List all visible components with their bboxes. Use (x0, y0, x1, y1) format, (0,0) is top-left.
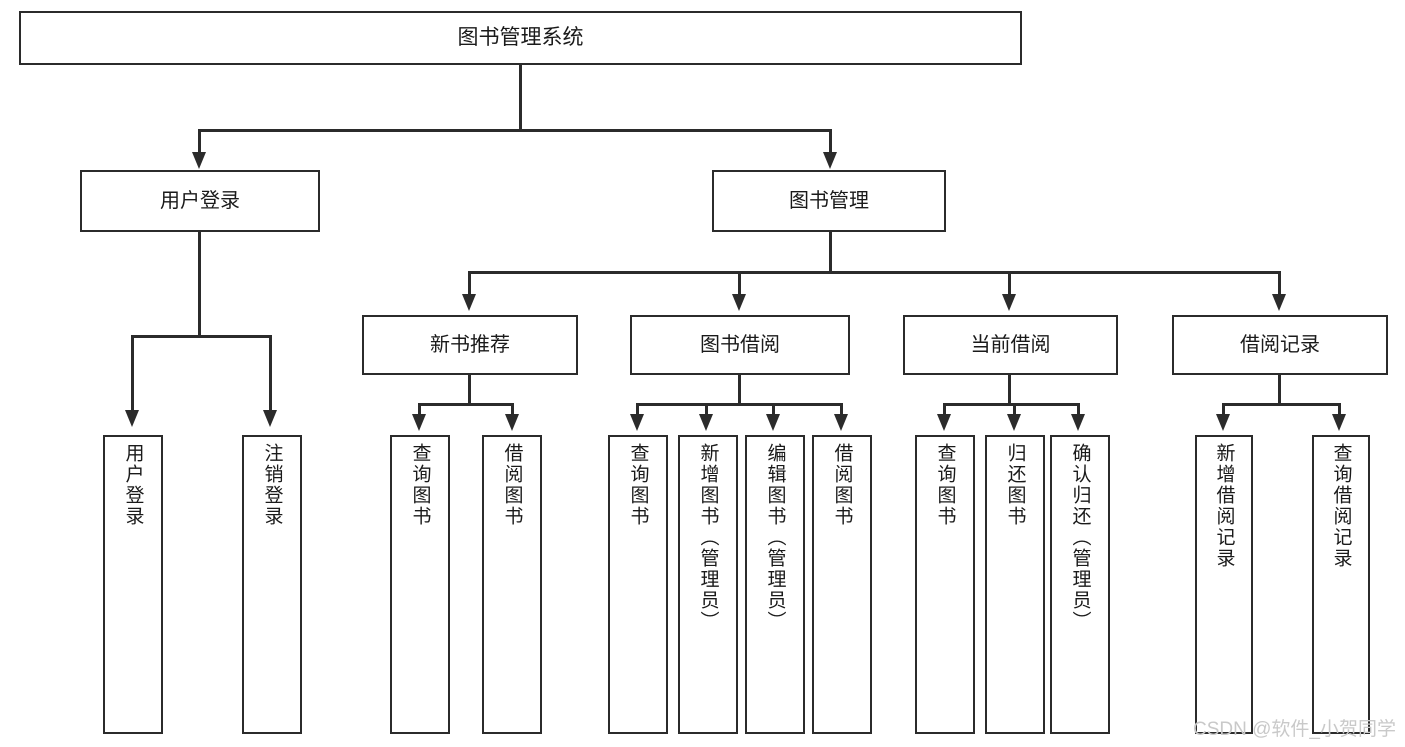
node-borrow-book[interactable]: 借阅图书 (812, 435, 872, 734)
node-add-borrow-record-label: 新增借阅记录 (1213, 443, 1235, 569)
edge-bm-d4 (1278, 271, 1281, 297)
node-return-book-label: 归还图书 (1004, 443, 1026, 527)
node-borrow-record[interactable]: 借阅记录 (1172, 315, 1388, 375)
node-new-book-recommend-label: 新书推荐 (430, 333, 510, 356)
edge-cb-d1 (943, 403, 946, 417)
node-borrow-book-recommend[interactable]: 借阅图书 (482, 435, 542, 734)
arrow-br-d1 (1216, 414, 1230, 431)
edge-bb-d3 (772, 403, 775, 417)
node-add-book-admin[interactable]: 新增图书（管理员） (678, 435, 738, 734)
edge-user-login-d1 (131, 335, 134, 414)
arrow-bb-d1 (630, 414, 644, 431)
arrow-bb-d3 (766, 414, 780, 431)
node-logout-leaf-label: 注销登录 (261, 443, 283, 527)
node-query-book-borrow[interactable]: 查询图书 (608, 435, 668, 734)
edge-cb-d3 (1077, 403, 1080, 417)
node-confirm-return-admin-label: 确认归还（管理员） (1069, 443, 1091, 632)
edge-bb-d4 (840, 403, 843, 417)
node-add-book-admin-label: 新增图书（管理员） (697, 443, 719, 632)
node-add-borrow-record[interactable]: 新增借阅记录 (1195, 435, 1253, 734)
arrow-bm-d3 (1002, 294, 1016, 311)
edge-bb-d1 (636, 403, 639, 417)
arrow-br-d2 (1332, 414, 1346, 431)
arrow-cb-d1 (937, 414, 951, 431)
arrow-bb-d4 (834, 414, 848, 431)
edge-book-manage-bar (468, 271, 1280, 274)
node-current-borrow[interactable]: 当前借阅 (903, 315, 1118, 375)
edge-user-login-bar (131, 335, 271, 338)
node-return-book[interactable]: 归还图书 (985, 435, 1045, 734)
edge-br-d1 (1222, 403, 1225, 417)
edge-borrow-bar (636, 403, 843, 406)
edge-current-stem (1008, 375, 1011, 405)
node-edit-book-admin-label: 编辑图书（管理员） (764, 443, 786, 632)
edge-bm-d2 (738, 271, 741, 297)
node-current-borrow-label: 当前借阅 (970, 333, 1051, 356)
node-query-book-current[interactable]: 查询图书 (915, 435, 975, 734)
node-query-borrow-record-label: 查询借阅记录 (1330, 443, 1352, 569)
node-book-manage-label: 图书管理 (789, 189, 869, 212)
edge-rec-d2 (511, 403, 514, 417)
node-borrow-book-recommend-label: 借阅图书 (501, 443, 523, 527)
node-query-book-recommend-label: 查询图书 (409, 443, 431, 527)
edge-user-login-stem (198, 232, 201, 335)
edge-br-d2 (1338, 403, 1341, 417)
arrow-rec-d2 (505, 414, 519, 431)
edge-bb-d2 (705, 403, 708, 417)
node-edit-book-admin[interactable]: 编辑图书（管理员） (745, 435, 805, 734)
node-query-book-borrow-label: 查询图书 (627, 443, 649, 527)
node-query-book-current-label: 查询图书 (934, 443, 956, 527)
arrow-bm-d4 (1272, 294, 1286, 311)
edge-record-bar (1222, 403, 1341, 406)
edge-root-to-user-login (198, 129, 201, 157)
node-borrow-record-label: 借阅记录 (1240, 333, 1320, 356)
edge-rec-d1 (418, 403, 421, 417)
node-logout-leaf[interactable]: 注销登录 (242, 435, 302, 734)
edge-recommend-bar (418, 403, 514, 406)
arrow-user-login-d1 (125, 410, 139, 427)
node-user-login-label: 用户登录 (160, 189, 240, 212)
edge-current-bar (943, 403, 1079, 406)
edge-root-bar (198, 129, 832, 132)
edge-cb-d2 (1013, 403, 1016, 417)
edge-book-manage-stem (829, 232, 832, 273)
edge-recommend-stem (468, 375, 471, 405)
node-root[interactable]: 图书管理系统 (19, 11, 1022, 65)
arrow-bb-d2 (699, 414, 713, 431)
edge-bm-d3 (1008, 271, 1011, 297)
arrow-user-login-d2 (263, 410, 277, 427)
arrow-cb-d3 (1071, 414, 1085, 431)
edge-root-stem (519, 65, 522, 131)
node-user-login[interactable]: 用户登录 (80, 170, 320, 232)
node-query-book-recommend[interactable]: 查询图书 (390, 435, 450, 734)
arrow-bm-d1 (462, 294, 476, 311)
arrow-rec-d1 (412, 414, 426, 431)
edge-borrow-stem (738, 375, 741, 405)
node-root-label: 图书管理系统 (457, 26, 584, 50)
edge-record-stem (1278, 375, 1281, 405)
node-user-login-leaf-label: 用户登录 (122, 443, 144, 527)
edge-user-login-d2 (269, 335, 272, 414)
arrow-cb-d2 (1007, 414, 1021, 431)
arrow-root-to-book-manage (823, 152, 837, 169)
arrow-bm-d2 (732, 294, 746, 311)
edge-root-to-book-manage (829, 129, 832, 157)
node-confirm-return-admin[interactable]: 确认归还（管理员） (1050, 435, 1110, 734)
node-query-borrow-record[interactable]: 查询借阅记录 (1312, 435, 1370, 734)
node-new-book-recommend[interactable]: 新书推荐 (362, 315, 578, 375)
arrow-root-to-user-login (192, 152, 206, 169)
node-book-borrow-label: 图书借阅 (700, 333, 780, 356)
node-book-manage[interactable]: 图书管理 (712, 170, 946, 232)
node-book-borrow[interactable]: 图书借阅 (630, 315, 850, 375)
edge-bm-d1 (468, 271, 471, 297)
node-user-login-leaf[interactable]: 用户登录 (103, 435, 163, 734)
node-borrow-book-label: 借阅图书 (831, 443, 853, 527)
